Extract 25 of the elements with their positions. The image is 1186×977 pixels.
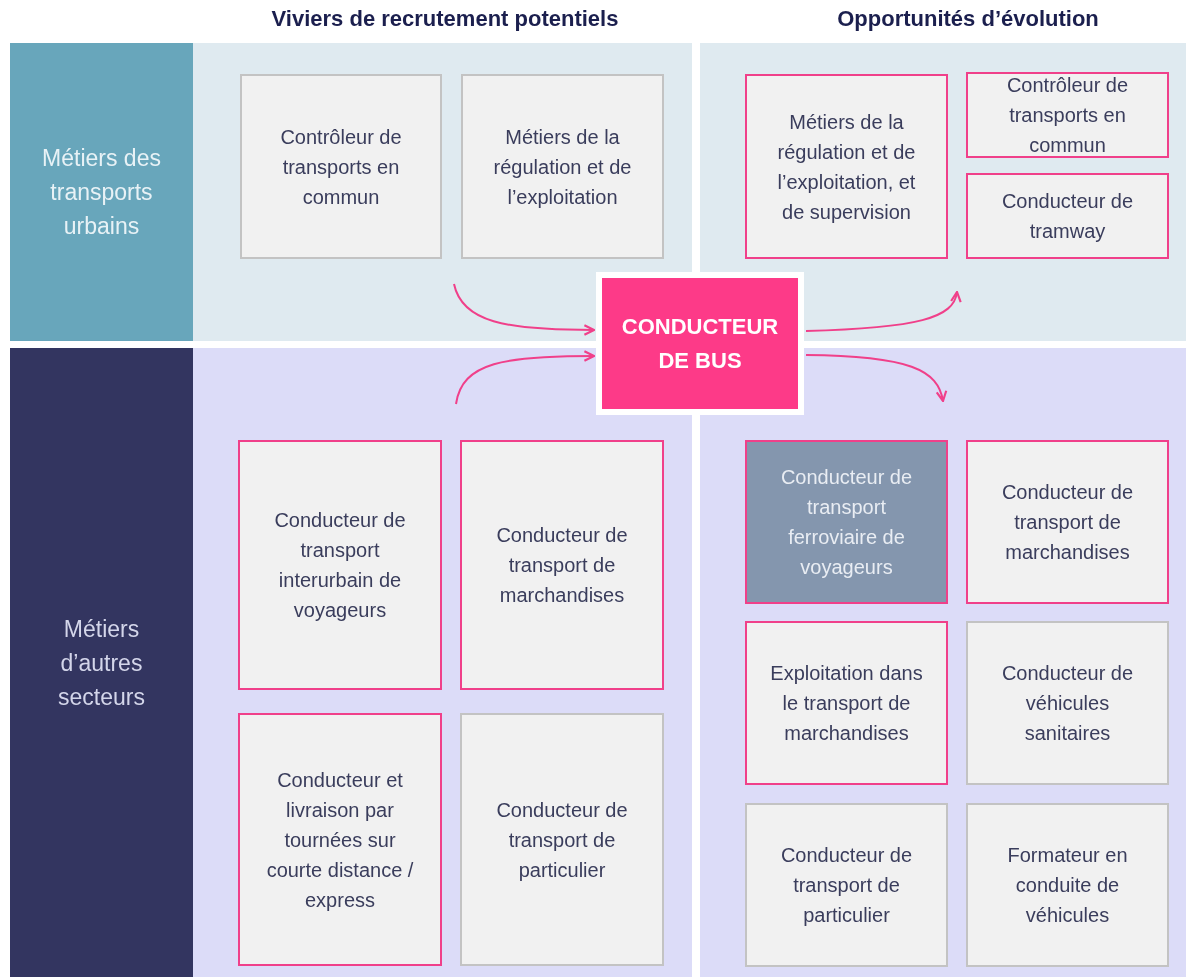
job-box: Conducteur de transport de particulier — [460, 713, 664, 966]
curved-arrow — [805, 354, 947, 403]
column-heading: Opportunités d’évolution — [837, 6, 1099, 32]
job-box: Conducteur et livraison par tournées sur courte distance / express — [238, 713, 442, 966]
job-box: Métiers de la régulation et de l’exploitation — [461, 74, 664, 259]
column-heading: Viviers de recrutement potentiels — [271, 6, 619, 32]
central-job-box: CONDUCTEUR DE BUS — [596, 272, 804, 415]
job-box: Conducteur de transport interurbain de voyageurs — [238, 440, 442, 690]
job-box: Conducteur de transport de particulier — [745, 803, 948, 967]
job-box: Contrôleur de transports en commun — [966, 72, 1169, 158]
job-box: Métiers de la régulation et de l’exploitation, et de supervision — [745, 74, 948, 259]
job-box: Contrôleur de transports en commun — [240, 74, 442, 259]
curved-arrow — [453, 283, 596, 336]
job-box: Formateur en conduite de véhicules — [966, 803, 1169, 967]
curved-arrow — [805, 290, 961, 332]
job-box: Conducteur de véhicules sanitaires — [966, 621, 1169, 785]
row-header-band: Métiers d’autres secteurs — [10, 348, 193, 977]
job-box: Conducteur de transport ferroviaire de voyageurs — [745, 440, 948, 604]
job-box: Conducteur de tramway — [966, 173, 1169, 259]
quadrant-panel — [193, 348, 692, 977]
job-box: Conducteur de transport de marchandises — [966, 440, 1169, 604]
job-box: Exploitation dans le transport de marchandises — [745, 621, 948, 785]
row-header-band: Métiers des transports urbains — [10, 43, 193, 341]
curved-arrow — [455, 350, 596, 405]
job-box: Conducteur de transport de marchandises — [460, 440, 664, 690]
